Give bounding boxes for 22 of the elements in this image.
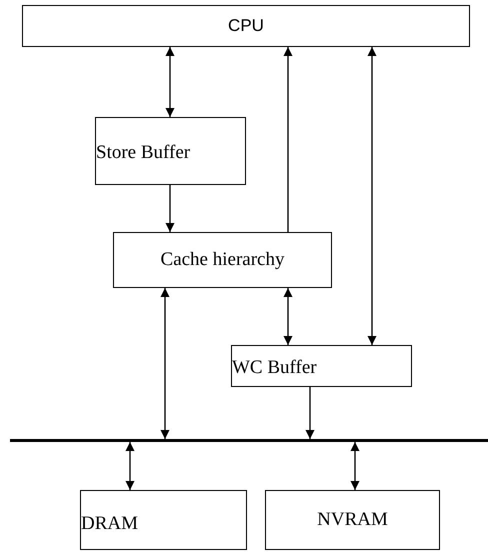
node-label: DRAM	[81, 512, 138, 536]
process-box	[113, 232, 332, 288]
node-label: WC Buffer	[232, 356, 317, 380]
node-label: NVRAM	[317, 508, 388, 532]
arrow	[368, 47, 376, 345]
arrow	[166, 47, 174, 117]
arrow	[126, 442, 134, 490]
arrow	[160, 288, 170, 439]
memory-box	[265, 490, 440, 550]
arrow	[284, 47, 292, 232]
process-box	[95, 117, 246, 185]
cpu-box	[22, 5, 470, 47]
arrow	[306, 387, 314, 439]
arrow	[284, 288, 292, 345]
arrow	[350, 442, 360, 490]
node-label: Store Buffer	[96, 141, 190, 165]
bus-bar	[10, 439, 488, 442]
node-label: Cache hierarchy	[160, 248, 284, 272]
node-label: CPU	[228, 15, 264, 37]
arrow	[166, 185, 174, 232]
process-box	[231, 345, 412, 387]
memory-box	[80, 490, 247, 550]
